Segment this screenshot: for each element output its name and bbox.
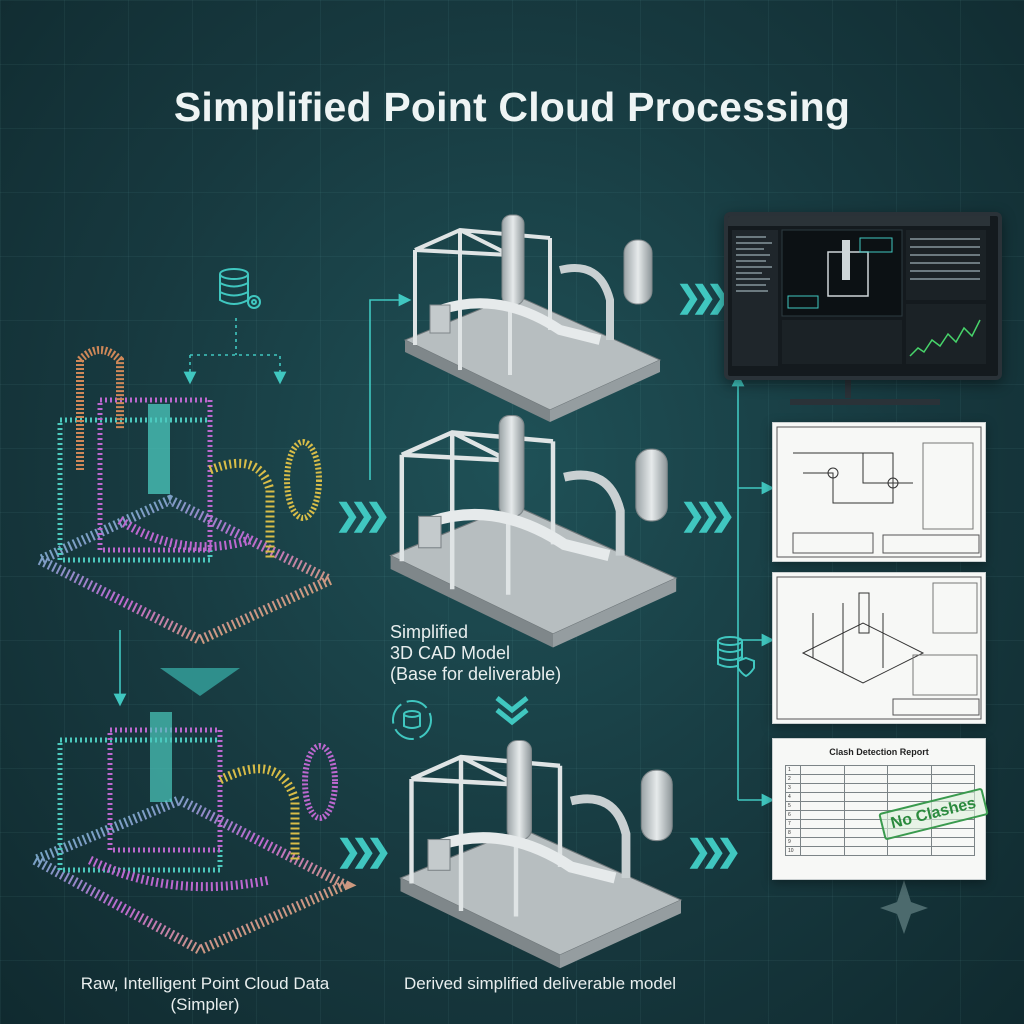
schematic-illustration [776,426,982,558]
report-cell [930,774,975,784]
report-row-number: 8 [785,828,801,838]
down-chevrons [495,696,529,726]
chevron-right-icon: ❯❯❯ [335,499,391,532]
report-cell [843,801,888,811]
report-cell [800,828,845,838]
database-icon [219,268,261,309]
chevron-right-icon: ❯❯❯ [686,835,742,868]
raw-point-cloud-top [28,346,342,646]
raw-point-cloud-bottom [23,712,357,956]
report-row: 1 [785,765,975,775]
report-row: 10 [785,846,975,856]
report-cell [800,819,845,829]
cad-model-bottom [399,739,683,969]
sparkle-icon [880,880,928,934]
report-cell [843,846,888,856]
page-title: Simplified Point Cloud Processing [173,84,851,130]
report-cell [887,774,932,784]
report-row: 2 [785,774,975,784]
report-cell [843,828,888,838]
report-cell [930,765,975,775]
report-row-number: 6 [785,810,801,820]
software-monitor-screen [724,212,1002,380]
report-row-number: 2 [785,774,801,784]
report-cell [843,792,888,802]
report-cell [887,792,932,802]
report-cell [843,837,888,847]
drawing-sheet-schematic [772,422,986,562]
cad-model-middle [389,415,678,648]
report-row-number: 9 [785,837,801,847]
report-cell [887,783,932,793]
report-row-number: 5 [785,801,801,811]
report-cell [800,810,845,820]
report-row-number: 4 [785,792,801,802]
connector-to-top-model [369,293,412,480]
report-title: Clash Detection Report [829,747,929,757]
chevron-right-icon: ❯❯❯ [336,835,392,868]
down-arrow-raw [160,668,240,696]
caption-line: (Base for deliverable) [390,664,562,684]
report-cell [800,837,845,847]
caption-line: Simplified [390,622,469,642]
report-row-number: 1 [785,765,801,775]
drawing-sheet-isometric [772,572,986,724]
report-cell [800,846,845,856]
caption-line: (Simpler) [170,995,240,1014]
software-ui-illustration [728,216,990,366]
report-cell [800,783,845,793]
caption-derived-model: Derived simplified deliverable model [403,974,677,993]
connector-lines [113,293,775,807]
processing-icon [392,700,432,740]
cad-model-top [403,214,662,422]
database-shield-icon [717,636,755,678]
report-row: 8 [785,828,975,838]
report-row: 9 [785,837,975,847]
report-cell [930,837,975,847]
report-cell [887,837,932,847]
report-cell [800,801,845,811]
report-cell [800,792,845,802]
report-row-number: 10 [785,846,801,856]
report-row: 3 [785,783,975,793]
chevron-right-icon: ❯❯❯ [676,281,732,314]
report-cell [800,765,845,775]
chevron-right-icon: ❯❯❯ [680,499,736,532]
caption-simplified-model: Simplified 3D CAD Model (Base for delive… [390,622,620,685]
report-cell [930,846,975,856]
connector-db-right [190,354,287,385]
caption-line: Raw, Intelligent Point Cloud Data [80,974,330,993]
report-cell [887,846,932,856]
caption-line: 3D CAD Model [390,643,511,663]
report-cell [843,783,888,793]
report-cell [843,774,888,784]
caption-raw-point-cloud: Raw, Intelligent Point Cloud Data (Simpl… [40,973,370,1015]
isometric-drawing-illustration [776,576,982,720]
report-row-number: 3 [785,783,801,793]
report-cell [843,765,888,775]
report-cell [887,765,932,775]
report-cell [930,828,975,838]
report-cell [800,774,845,784]
report-row-number: 7 [785,819,801,829]
